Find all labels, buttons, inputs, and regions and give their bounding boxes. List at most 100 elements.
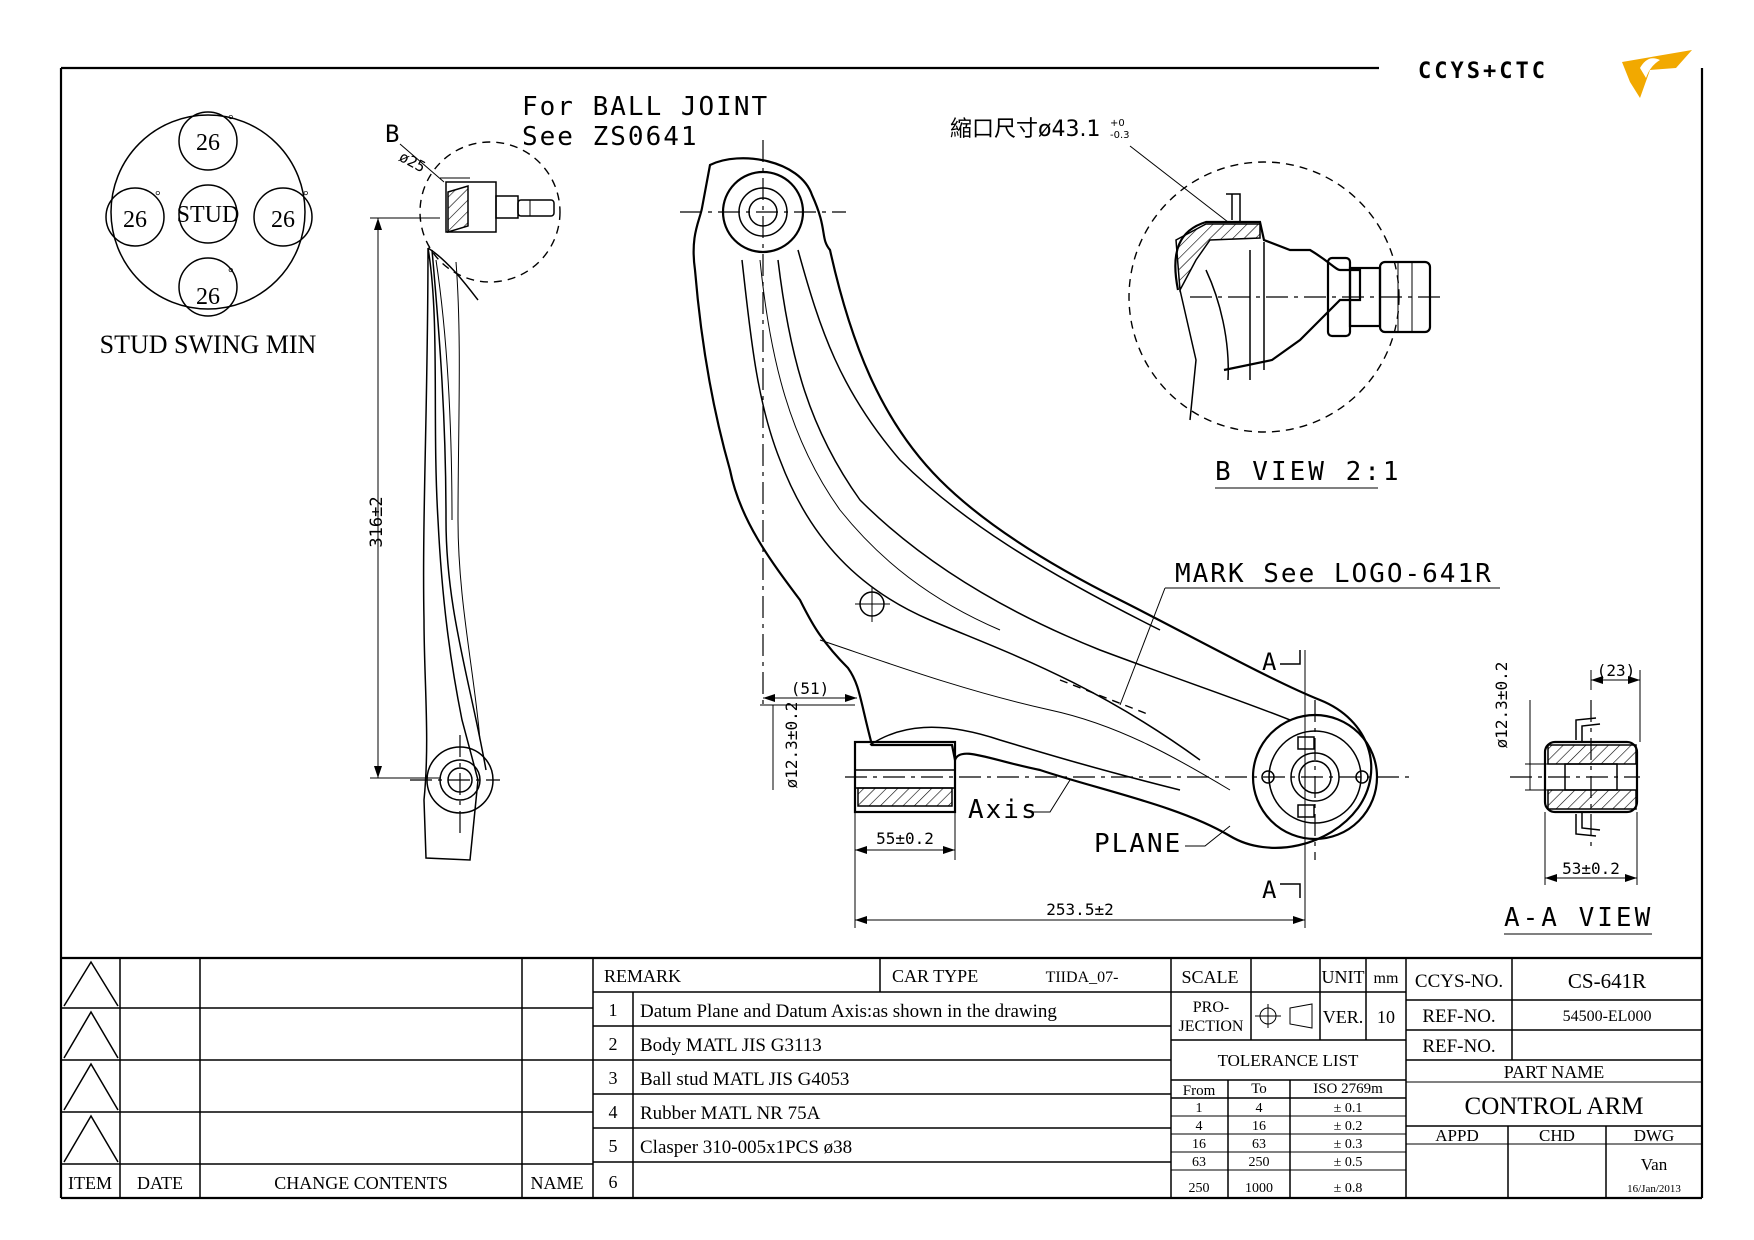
tol-header-to: To [1251,1081,1267,1097]
deg-left: ° [155,189,161,204]
ref-no2-label: REF-NO. [1422,1036,1495,1057]
tol-header-from: From [1183,1083,1216,1099]
ver-value: 10 [1377,1007,1395,1027]
dim-51: (51) [791,679,830,698]
logo-mark [1622,50,1692,98]
rev-header-date: DATE [137,1173,183,1193]
remark-row-3-num: 3 [609,1068,618,1088]
rev-header-change: CHANGE CONTENTS [274,1173,448,1193]
swing-bottom: 26 [196,284,220,310]
ref-no-value: 54500-EL000 [1563,1008,1652,1025]
tol-row-5-from: 250 [1189,1181,1210,1196]
aa-view-title: A-A VIEW [1504,903,1653,933]
deg-right: ° [303,189,309,204]
stud-label: STUD [177,202,240,228]
section-a-top: A [1262,648,1277,676]
side-view: 316±2 B ø25 For BALL JOINT See ZS0641 [367,92,769,861]
sheet-border [59,66,1704,1200]
revision-table: ITEM DATE CHANGE CONTENTS NAME [61,958,594,1198]
stud-swing-title: STUD SWING MIN [100,330,317,359]
b-view-title: B VIEW 2:1 [1215,457,1402,487]
tol-row-2-to: 16 [1252,1119,1266,1134]
dim-dia-main: ø12.3±0.2 [782,702,801,789]
remark-row-5-text: Clasper 310-005x1PCS ø38 [640,1137,852,1158]
projection-symbol-icon [1255,1003,1313,1029]
ver-label: VER. [1323,1007,1364,1027]
stud-swing-diagram: STUD 26 ° 26 ° 26 ° 26 ° STUD SWING MIN [100,111,317,359]
ball-joint-line2: See ZS0641 [522,122,699,152]
deg-top: ° [228,113,234,128]
b-view-note: 縮口尺寸ø43.1 [950,117,1100,142]
aa-dim-23: (23) [1597,661,1636,680]
scale-tolerance-block: SCALE UNIT mm PRO- JECTION VER. 10 TOLER… [1171,958,1407,1198]
tol-row-2-from: 4 [1196,1119,1203,1134]
plane-label: PLANE [1094,829,1182,859]
tol-row-4-to: 250 [1249,1155,1270,1170]
deg-bottom: ° [228,266,234,281]
dim-55: 55±0.2 [876,829,934,848]
remark-row-6-num: 6 [609,1172,618,1192]
unit-value: mm [1374,970,1399,987]
rev-header-name: NAME [531,1173,584,1193]
ccys-no-value: CS-641R [1568,969,1646,993]
swing-top: 26 [196,130,220,156]
axis-label: Axis [968,795,1039,825]
tolerance-title: TOLERANCE LIST [1218,1051,1359,1070]
ball-joint-line1: For BALL JOINT [522,92,769,122]
tol-row-1-to: 4 [1256,1101,1263,1116]
tol-row-5-tol: ± 0.8 [1334,1181,1363,1196]
remark-row-4-num: 4 [609,1102,618,1122]
unit-label: UNIT [1322,967,1365,987]
tol-row-5-to: 1000 [1245,1181,1273,1196]
dim-253: 253.5±2 [1046,900,1113,919]
dwg-label: DWG [1634,1126,1675,1145]
projection-label-2: JECTION [1179,1018,1244,1035]
swing-right: 26 [271,207,295,233]
remarks-table: REMARK CAR TYPE TIIDA_07- 1 Datum Plane … [593,958,1172,1198]
remark-row-5-num: 5 [609,1136,618,1156]
tol-row-3-tol: ± 0.3 [1334,1137,1363,1152]
b-view-tol-minus: -0.3 [1110,130,1130,141]
aa-view: (23) ø12.3±0.2 53±0.2 A-A VIEW [1492,661,1653,935]
rev-header-item: ITEM [68,1173,112,1193]
tol-row-4-from: 63 [1192,1155,1206,1170]
section-a-bottom: A [1262,876,1277,904]
tol-row-3-from: 16 [1192,1137,1206,1152]
tol-header-iso: ISO 2769m [1313,1081,1383,1097]
tol-row-3-to: 63 [1252,1137,1266,1152]
remark-row-2-text: Body MATL JIS G3113 [640,1035,822,1056]
tol-row-1-from: 1 [1196,1101,1203,1116]
part-name-value: CONTROL ARM [1465,1093,1644,1120]
height-dim: 316±2 [367,496,387,547]
mark-note: MARK See LOGO-641R [1175,559,1493,589]
dwg-date: 16/Jan/2013 [1627,1183,1681,1195]
remark-row-3-text: Ball stud MATL JIS G4053 [640,1069,849,1090]
tol-row-2-tol: ± 0.2 [1334,1119,1363,1134]
ref-no-label: REF-NO. [1422,1006,1495,1027]
title-block: CCYS-NO. CS-641R REF-NO. 54500-EL000 REF… [1406,958,1702,1198]
remark-header: REMARK [604,966,681,986]
scale-label: SCALE [1181,967,1238,987]
aa-dim-53: 53±0.2 [1562,859,1620,878]
main-view: MARK See LOGO-641R (51) ø12.3±0.2 55±0.2… [680,140,1500,928]
b-view-detail: 縮口尺寸ø43.1 +0 -0.3 B VIEW 2:1 [950,117,1440,489]
remark-row-1-text: Datum Plane and Datum Axis:as shown in t… [640,1001,1057,1022]
projection-label-1: PRO- [1193,999,1229,1016]
appd-label: APPD [1435,1126,1478,1145]
aa-dim-dia: ø12.3±0.2 [1492,662,1511,749]
dwg-name: Van [1641,1155,1668,1174]
part-name-label: PART NAME [1504,1062,1604,1082]
tol-row-1-tol: ± 0.1 [1334,1101,1363,1116]
logo-text: CCYS+CTC [1418,59,1548,84]
ccys-no-label: CCYS-NO. [1415,971,1503,992]
car-type-label: CAR TYPE [892,966,978,986]
b-view-tol-plus: +0 [1110,118,1125,129]
label-b: B [385,120,399,148]
dia-25: ø25 [396,148,428,177]
swing-left: 26 [123,207,147,233]
company-logo: CCYS+CTC [1418,50,1692,98]
car-type-value: TIIDA_07- [1046,969,1119,986]
remark-row-4-text: Rubber MATL NR 75A [640,1103,821,1124]
remark-row-1-num: 1 [609,1000,618,1020]
